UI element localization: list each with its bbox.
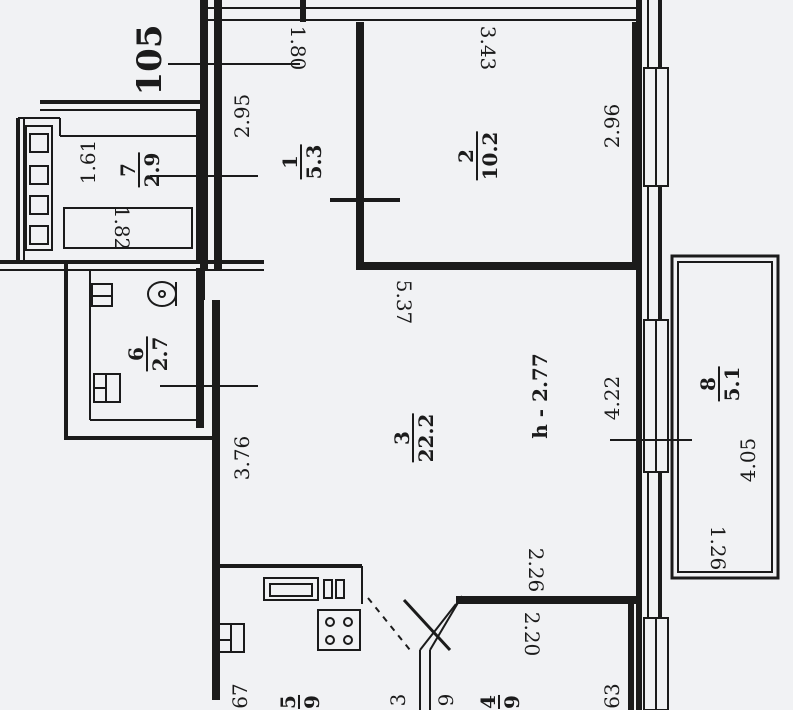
- dim-balcony-length: 4.05: [736, 437, 760, 483]
- room-3-area: 22.2: [412, 413, 438, 463]
- dim-corridor-width: 2.95: [230, 93, 254, 139]
- room-4-area: 9: [498, 695, 524, 709]
- room-6-area: 2.7: [146, 336, 172, 372]
- dim-bottom-right-partial: 63: [600, 683, 624, 709]
- room-8-area: 5.1: [718, 366, 744, 402]
- dim-bottom-left-partial: 67: [228, 683, 252, 709]
- kitchen-counter: [220, 564, 363, 604]
- ceiling-height: h - 2.77: [528, 353, 552, 439]
- room-5-number: 5: [276, 695, 300, 709]
- dim-room2-width: 2.96: [600, 103, 624, 149]
- dim-room7-width: 1.61: [76, 139, 100, 185]
- top-wall: [200, 0, 642, 22]
- room-2-number: 2: [454, 149, 478, 163]
- exterior-right-wall: [636, 0, 669, 710]
- room-3-walls: [367, 595, 636, 710]
- dim-bottom-partial-3: 3: [386, 693, 410, 707]
- room-1-area: 5.3: [300, 144, 326, 180]
- room-2-area: 10.2: [476, 131, 502, 181]
- dim-room3-length: 4.22: [600, 375, 624, 421]
- dim-kitchen: 2.26: [524, 547, 548, 593]
- sink-bottom-icon: [217, 623, 245, 653]
- room-3-number: 3: [390, 431, 414, 445]
- dim-hall-length: 5.37: [392, 279, 416, 325]
- building-number: 105: [130, 24, 170, 96]
- dim-balcony-width: 1.26: [706, 525, 730, 571]
- dim-room3-width: 3.76: [230, 435, 254, 481]
- room-7-number: 7: [116, 163, 140, 177]
- room-1-number: 1: [278, 155, 302, 169]
- room-7-area: 2.9: [138, 152, 164, 188]
- dim-top-right: 3.43: [476, 25, 500, 71]
- bathtub-icon: [91, 283, 121, 403]
- room-8-number: 8: [696, 377, 720, 391]
- stove-icon: [317, 609, 361, 651]
- dim-bottom-partial-9: 9: [434, 693, 458, 707]
- toilet-icon: [147, 281, 177, 307]
- dim-room7-length: 1.82: [110, 205, 134, 251]
- room-7-walls: [16, 100, 206, 262]
- bathroom-6-walls: [0, 260, 264, 440]
- room-6-number: 6: [124, 347, 148, 361]
- room-5-area: 9: [298, 695, 324, 709]
- dim-top-left: 1.80: [286, 25, 310, 71]
- dim-room-bottom: 2.20: [520, 611, 544, 657]
- room-4-number: 4: [476, 695, 500, 709]
- balcony-outline: [670, 254, 780, 580]
- reference-lines: [150, 63, 692, 441]
